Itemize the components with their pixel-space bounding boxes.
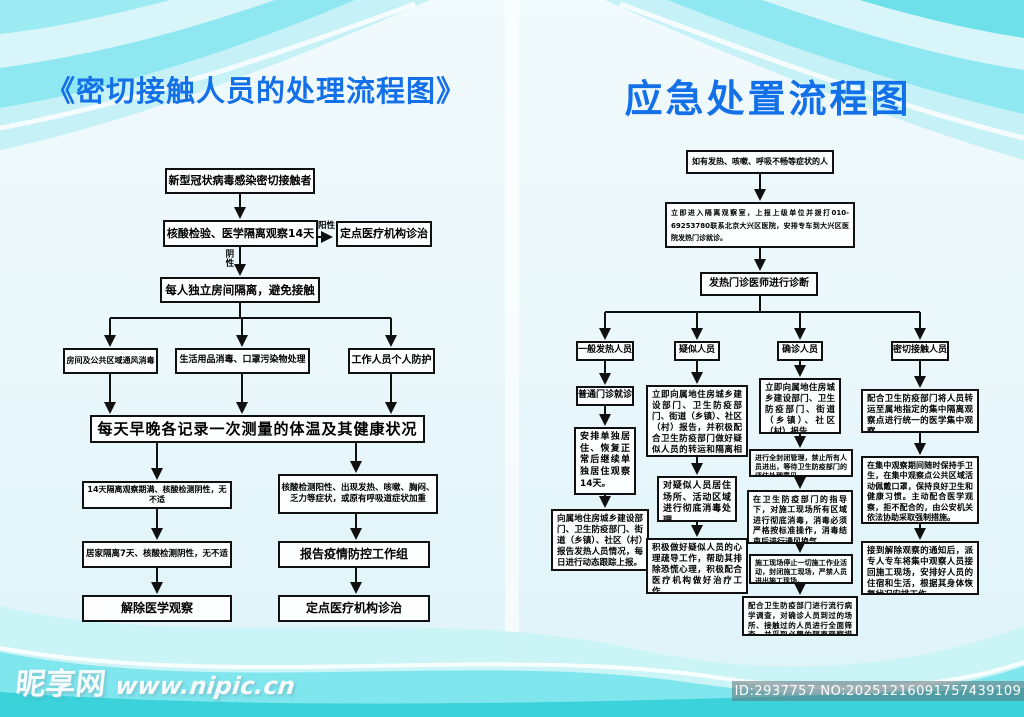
node-solo-living: 安排单独居住、恢复正常后继续单独居住观察14天。 — [574, 427, 636, 495]
node-site-disinfect: 在卫生防疫部门的指导下，对施工现场所有区域进行彻底消毒，消毒必须严格按标准操作，… — [747, 490, 853, 544]
node-transfer-quarantine: 配合卫生防疫部门将人员转运至属地指定的集中隔离观察点进行统一的医学集中观察。 — [861, 389, 979, 433]
node-confirmed-report: 立即向属地住房城乡建设部门、卫生防疫部门、街道（乡镇）、社区（村）报告。 — [759, 378, 841, 434]
node-record-temperature: 每天早晚各记录一次测量的体温及其健康状况 — [90, 415, 425, 443]
node-fever-clinic: 发热门诊医师进行诊断 — [700, 272, 818, 296]
label-negative: 阴性 — [223, 249, 234, 268]
branch-general-fever: 一般发热人员 — [576, 341, 634, 361]
node-general-clinic: 普通门诊就诊 — [576, 386, 634, 406]
node-ventilate-disinfect: 房间及公共区域通风消毒 — [63, 348, 158, 374]
node-close-contact: 新型冠状病毒感染密切接触者 — [165, 168, 315, 194]
node-epidemiology-survey: 配合卫生防疫部门进行流行病学调查，对确诊人员到过的场所、接触过的人员进行全面筛查… — [742, 596, 858, 636]
branch-confirmed: 确诊人员 — [777, 341, 823, 361]
node-home-7d: 居家隔离7天、核酸检测阴性，无不适 — [82, 541, 232, 568]
node-positive-symptoms: 核酸检测阳性、出现发热、咳嗽、胸闷、乏力等症状，或原有呼吸道症状加重 — [278, 474, 438, 514]
node-staff-protection: 工作人员个人防护 — [348, 348, 435, 374]
branch-close-contact: 密切接触人员 — [891, 341, 949, 361]
node-daily-items: 生活用品消毒、口罩污染物处理 — [175, 348, 310, 374]
node-quarantine-rules: 在集中观察期间随时保持手卫生，在集中观察点公共区域活动佩戴口罩，保持良好卫生和健… — [861, 456, 979, 524]
watermark: 昵享网 www.nipic.cn — [14, 659, 298, 703]
node-suspected-disinfect: 对疑似人员居住场所、活动区域进行彻底消毒处理。 — [657, 476, 737, 522]
node-designated-hospital-2: 定点医疗机构诊治 — [278, 595, 430, 622]
left-panel-title: 《密切接触人员的处理流程图》 — [45, 74, 466, 108]
node-psych-support: 积极做好疑似人员的心理疏导工作，帮助其排除恐慌心理，积极配合医疗机构做好治疗工作… — [646, 538, 748, 594]
node-isolation-observation-room: 立即进入隔离观察室，上报上级单位并拨打010-69253780联系北京大兴区医院… — [665, 202, 855, 248]
node-daily-report: 向属地住房城乡建设部门、卫生防疫部门、街道（乡镇）、社区（村）报告发热人员情况，… — [551, 509, 649, 571]
branch-suspected: 疑似人员 — [674, 341, 720, 361]
id-badge: ID:2937757 NO:20251216091757439109 — [732, 681, 1024, 701]
node-stop-construction: 施工现场停止一切施工作业活动，封闭施工现场，严禁人员进出施工现场。 — [749, 554, 853, 584]
label-positive: 阳性 — [318, 221, 336, 231]
watermark-site-url: www.nipic.cn — [114, 672, 297, 700]
node-nucleic-test: 核酸检验、医学隔离观察14天 — [163, 220, 318, 247]
node-14d-negative: 14天隔离观察期满、核酸检测阴性，无不适 — [82, 481, 232, 509]
watermark-site-name: 昵享网 — [13, 667, 108, 702]
node-designated-hospital: 定点医疗机构诊治 — [336, 221, 432, 247]
right-panel-title: 应急处置流程图 — [624, 77, 912, 121]
node-release-return: 接到解除观察的通知后，派专人专车将集中观察人员接回施工现场，安排好人员的住宿和生… — [861, 541, 979, 595]
node-suspected-report: 立即向属地住房城乡建设部门、卫生防疫部门、街道（乡镇）、社区（村）报告，并积极配… — [646, 385, 748, 457]
node-release-observation: 解除医学观察 — [82, 595, 232, 622]
node-symptom-person: 如有发热、咳嗽、呼吸不畅等症状的人 — [686, 150, 834, 174]
node-full-lockdown: 进行全封闭管理，禁止所有人员进出，等待卫生防疫部门的评估处理意见。 — [749, 449, 853, 477]
node-report-team: 报告疫情防控工作组 — [278, 541, 430, 568]
node-isolate-room: 每人独立房间隔离，避免接触 — [160, 277, 320, 303]
